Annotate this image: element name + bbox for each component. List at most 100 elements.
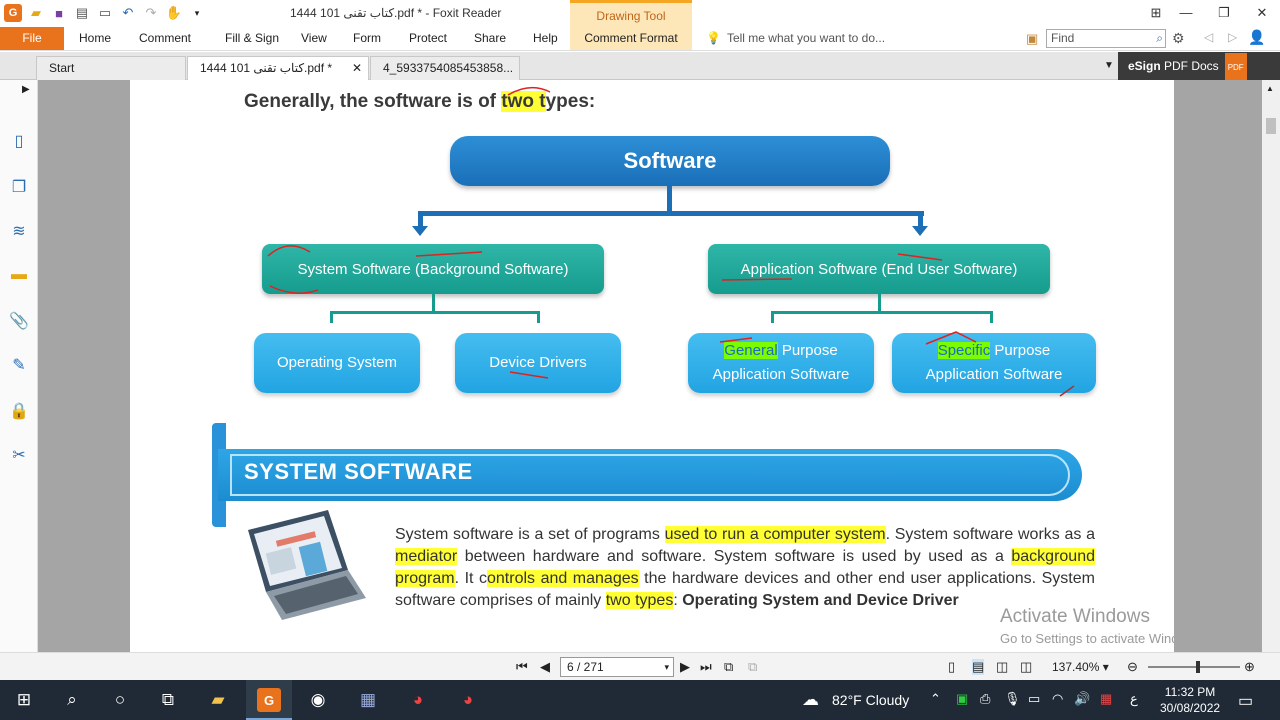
page-number-input[interactable]: 6 / 271 ▾ — [560, 657, 674, 677]
microphone-icon[interactable]: 🎙 — [1004, 691, 1021, 706]
find-input[interactable]: Find ⌕ — [1046, 29, 1166, 48]
nav-forward-icon[interactable]: ▷ — [1228, 30, 1238, 44]
tab-protect[interactable]: Protect — [409, 31, 448, 45]
zoom-in-icon[interactable]: ⊕ — [1244, 659, 1255, 674]
next-view-icon[interactable]: ⧉ — [748, 659, 758, 674]
tray-device-icon[interactable]: ⎙ — [980, 691, 991, 706]
weather-text[interactable]: 82°F Cloudy — [832, 692, 910, 708]
windows-start-icon[interactable]: ⊞ — [16, 690, 32, 709]
single-page-view-icon[interactable]: ▯ — [948, 659, 956, 674]
ribbon-display-icon[interactable]: ⊞ — [1150, 5, 1162, 20]
last-page-icon[interactable]: ⏭ — [700, 659, 712, 674]
wifi-icon[interactable]: ◠ — [1052, 691, 1064, 706]
obs-icon[interactable]: ◉ — [310, 690, 326, 709]
next-page-icon[interactable]: ▶ — [680, 659, 690, 674]
ink-app-underline — [721, 253, 943, 281]
zoom-out-icon[interactable]: ⊖ — [1127, 659, 1138, 674]
zoom-slider-knob[interactable] — [1196, 661, 1200, 673]
attachment-icon[interactable]: 📎 — [9, 313, 29, 330]
security-lock-icon[interactable]: 🔒 — [9, 403, 29, 420]
tab-fill-sign[interactable]: Fill & Sign — [225, 31, 280, 45]
tray-app-icon[interactable]: ▣ — [956, 691, 969, 706]
tab-other-document[interactable]: 4_5933754085453858... — [370, 56, 520, 80]
tab-share[interactable]: Share — [474, 31, 507, 45]
general-purpose-line1: General Purpose — [724, 339, 838, 363]
previous-view-icon[interactable]: ⧉ — [724, 659, 734, 674]
para-seg: between hardware and software. System so… — [457, 548, 1012, 565]
system-software-banner: SYSTEM SOFTWARE — [212, 423, 1082, 527]
previous-page-icon[interactable]: ◀ — [540, 659, 550, 674]
tab-home[interactable]: Home — [79, 31, 112, 45]
pages-icon[interactable]: ❐ — [11, 179, 27, 196]
undo-icon[interactable]: ↶ — [122, 5, 134, 20]
continuous-facing-view-icon[interactable]: ◫ — [1020, 659, 1033, 674]
tab-comment[interactable]: Comment — [139, 31, 192, 45]
zoom-slider[interactable] — [1148, 661, 1240, 673]
restore-button[interactable]: ❐ — [1218, 5, 1230, 20]
vertical-scrollbar[interactable]: ▲ — [1262, 80, 1280, 652]
first-page-icon[interactable]: ⏮ — [516, 659, 528, 674]
expand-panel-icon[interactable]: ▶ — [22, 84, 30, 95]
page-thumbnail-icon[interactable]: ▯ — [14, 133, 24, 150]
save-icon[interactable]: ■ — [55, 5, 63, 21]
zoom-level[interactable]: 137.40% ▾ — [1052, 660, 1109, 674]
cortana-icon[interactable]: ○ — [114, 690, 126, 709]
taskbar-foxit-app[interactable]: G — [246, 680, 292, 720]
file-explorer-icon[interactable]: ▰ — [211, 690, 225, 709]
open-folder-icon[interactable]: ▰ — [31, 5, 41, 20]
signature-panel-icon[interactable]: ✎ — [12, 357, 26, 374]
close-tab-icon[interactable]: ✕ — [351, 61, 362, 75]
scroll-thumb[interactable] — [1266, 118, 1276, 134]
account-icon[interactable]: 👤 — [1248, 29, 1266, 45]
foxit-logo-icon: G — [4, 4, 22, 22]
hand-tool-icon[interactable]: ✋ — [165, 5, 183, 20]
layers-icon[interactable]: ≋ — [12, 223, 26, 240]
chrome-icon[interactable]: ◕ — [412, 690, 424, 709]
task-view-icon[interactable]: ⧉ — [161, 690, 175, 709]
redo-icon[interactable]: ↷ — [145, 5, 157, 20]
tell-me-input[interactable]: 💡Tell me what you want to do... — [706, 27, 885, 50]
banner-inner-outline — [230, 454, 1070, 496]
volume-icon[interactable]: 🔊 — [1074, 691, 1091, 706]
find-options-icon[interactable]: ▣ — [1026, 31, 1039, 46]
properties-icon[interactable]: ▭ — [98, 5, 112, 20]
drawing-tool-context-tab[interactable]: Drawing Tool — [570, 0, 692, 27]
specific-highlight: Specific — [937, 342, 991, 359]
page-dropdown-icon[interactable]: ▾ — [664, 662, 669, 672]
continuous-view-icon[interactable]: ▤ — [972, 659, 985, 675]
facing-view-icon[interactable]: ◫ — [996, 659, 1009, 674]
minimize-button[interactable]: — — [1179, 5, 1193, 20]
tab-list-dropdown-icon[interactable]: ▼ — [1104, 60, 1114, 71]
banner-bar — [218, 449, 1082, 501]
input-language[interactable]: ع — [1130, 691, 1138, 706]
search-icon[interactable]: ⌕ — [67, 690, 77, 709]
scroll-up-icon[interactable]: ▲ — [1266, 84, 1274, 93]
pdf-page[interactable]: Generally, the software is of two types:… — [130, 80, 1174, 652]
nav-back-icon[interactable]: ◁ — [1204, 30, 1214, 44]
tab-view[interactable]: View — [301, 31, 327, 45]
tab-comment-format[interactable]: Comment Format — [570, 27, 692, 50]
customize-dropdown-icon[interactable]: ▾ — [194, 7, 200, 18]
tray-alert-icon[interactable]: ▦ — [1100, 691, 1113, 706]
comments-icon[interactable]: ▬ — [11, 266, 27, 283]
print-icon[interactable]: ▤ — [75, 5, 89, 20]
clock[interactable]: 11:32 PM 30/08/2022 — [1160, 684, 1220, 716]
search-icon[interactable]: ⌕ — [1156, 31, 1163, 45]
gear-icon[interactable]: ⚙ — [1172, 30, 1185, 46]
chrome-profile-icon[interactable]: ◕ — [462, 690, 474, 709]
notification-center-icon[interactable]: ▭ — [1238, 693, 1254, 710]
close-button[interactable]: ✕ — [1256, 5, 1268, 20]
general-purpose-word: Purpose — [777, 342, 838, 359]
application-software-box: Application Software (End User Software) — [708, 244, 1050, 294]
tab-start[interactable]: Start — [36, 56, 186, 80]
file-tab[interactable]: File — [0, 27, 64, 50]
screen-tool-icon[interactable]: ▦ — [359, 690, 377, 709]
redaction-icon[interactable]: ✂ — [12, 447, 26, 464]
tab-help[interactable]: Help — [533, 31, 558, 45]
battery-icon[interactable]: ▭ — [1028, 691, 1041, 706]
tab-active-document[interactable]: 1444 101 كتاب تقنى.pdf * ✕ — [187, 56, 369, 80]
ink-system-left-mark — [267, 245, 319, 294]
show-hidden-icons-icon[interactable]: ⌃ — [930, 691, 941, 706]
tab-form[interactable]: Form — [353, 31, 381, 45]
